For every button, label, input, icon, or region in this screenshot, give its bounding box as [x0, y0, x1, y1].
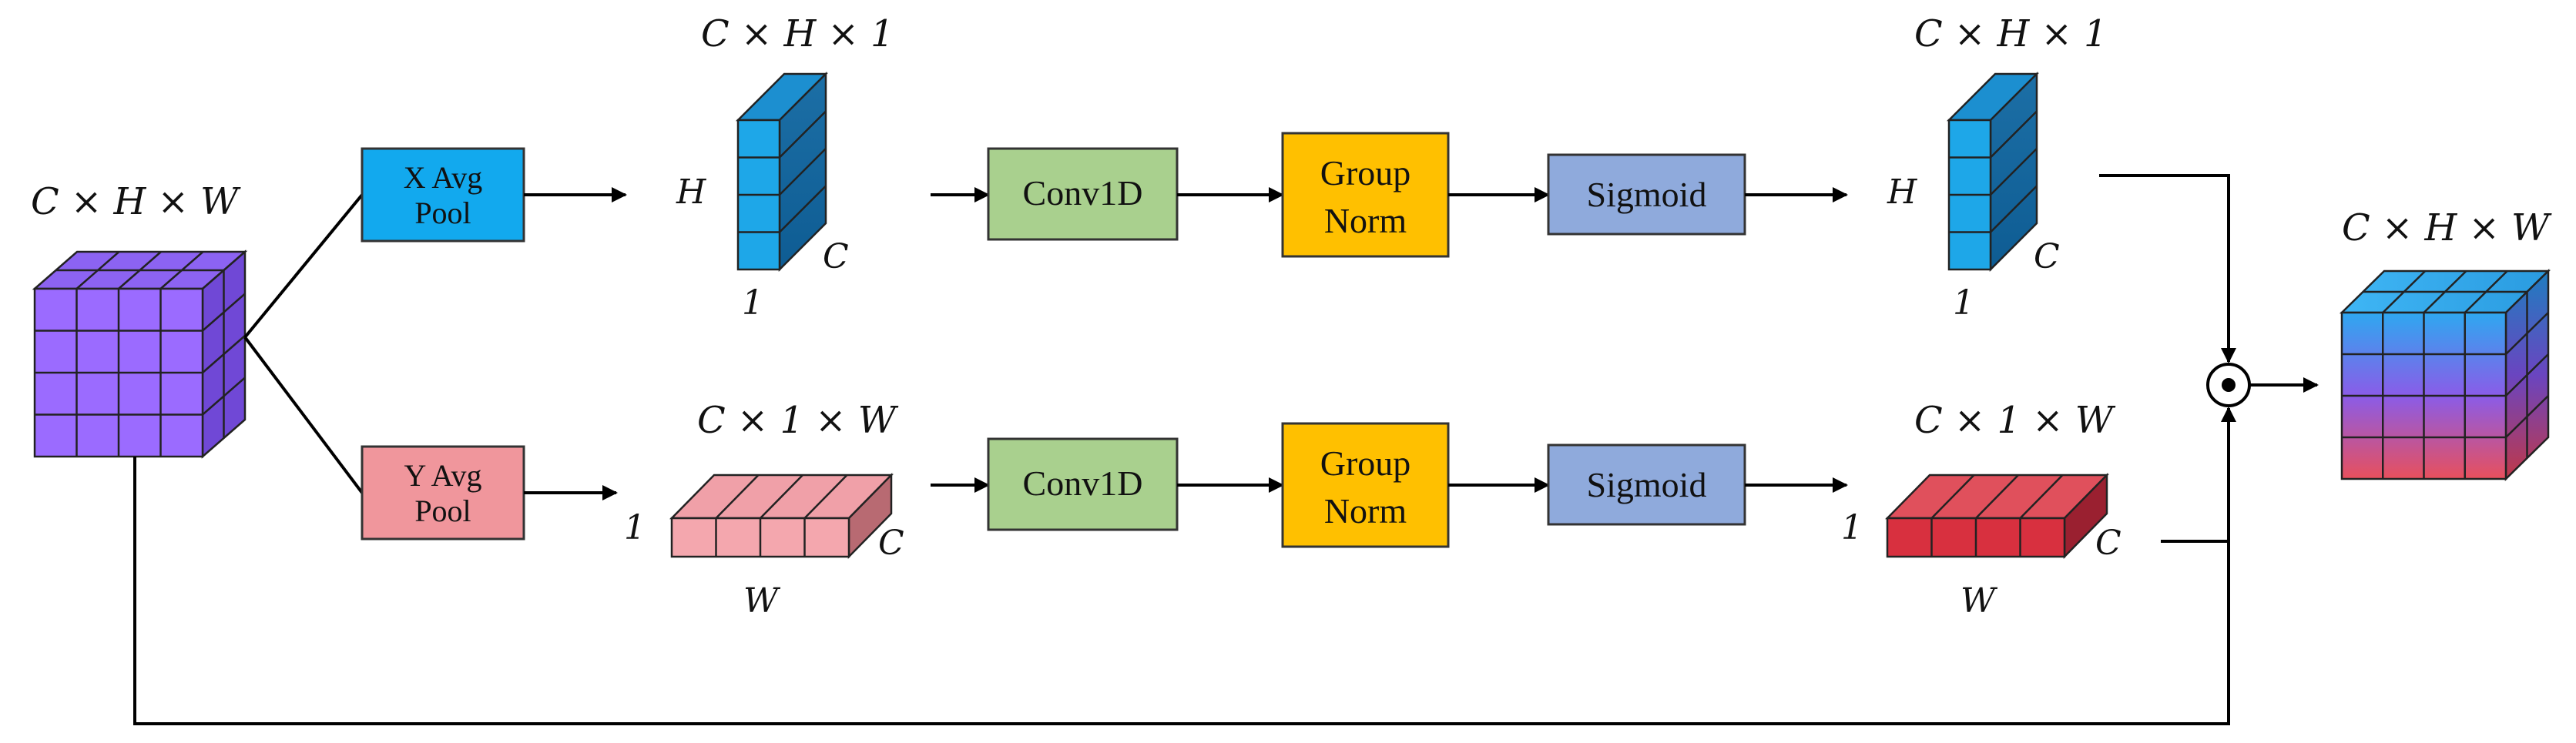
x-group-norm-line2: Norm — [1324, 201, 1407, 240]
x-avg-pool-line2: Pool — [414, 196, 471, 230]
y-feature-1-label: 1 — [624, 508, 646, 547]
y-avg-pool-line2: Pool — [414, 494, 471, 528]
x-feature-tensor — [735, 71, 829, 273]
y-group-norm-line1: Group — [1320, 443, 1411, 483]
y-out-dims-label: C × 1 × W — [1914, 399, 2116, 442]
y-group-norm-block — [1281, 422, 1450, 548]
x-feature-dims-label: C × H × 1 — [701, 12, 894, 55]
residual-connection — [133, 407, 2236, 725]
x-feature-h-label: H — [676, 172, 707, 212]
y-feature-w-label: W — [743, 581, 781, 621]
x-weight-to-multiply — [2099, 174, 2236, 363]
x-feature-c-label: C — [823, 237, 849, 276]
x-group-norm-block — [1281, 132, 1450, 258]
y-avg-pool-block — [361, 445, 525, 541]
x-out-c-label: C — [2034, 237, 2060, 276]
x-out-dims-label: C × H × 1 — [1914, 12, 2108, 55]
y-sigmoid-label: Sigmoid — [1587, 465, 1707, 504]
input-dims-label: C × H × W — [31, 180, 241, 223]
x-out-1-label: 1 — [1953, 283, 1974, 323]
x-feature-1-label: 1 — [742, 283, 763, 323]
y-avg-pool-line1: Y Avg — [404, 458, 481, 493]
y-feature-dims-label: C × 1 × W — [697, 399, 899, 442]
x-sigmoid-block — [1547, 153, 1746, 236]
y-feature-tensor — [669, 472, 894, 560]
input-tensor-cube — [32, 249, 248, 459]
input-connectors — [133, 193, 2236, 725]
x-group-norm-line1: Group — [1320, 153, 1411, 192]
y-attention-weight-tensor — [1885, 472, 2109, 560]
x-attention-weight-tensor — [1946, 71, 2040, 273]
y-out-w-label: W — [1961, 581, 1998, 621]
y-group-norm-line2: Norm — [1324, 491, 1407, 530]
y-out-c-label: C — [2095, 524, 2122, 563]
output-dims-label: C × H × W — [2342, 206, 2552, 249]
y-feature-c-label: C — [878, 524, 904, 563]
x-avg-pool-line1: X Avg — [404, 160, 483, 195]
output-tensor-cube — [2339, 269, 2551, 481]
x-out-h-label: H — [1887, 172, 1918, 212]
y-conv1d-label: Conv1D — [1023, 464, 1143, 503]
y-sigmoid-block — [1547, 443, 1746, 526]
elementwise-multiply-node — [2206, 363, 2251, 407]
x-conv1d-block — [987, 147, 1179, 241]
x-sigmoid-label: Sigmoid — [1587, 175, 1707, 214]
x-conv1d-label: Conv1D — [1023, 173, 1143, 213]
y-out-1-label: 1 — [1841, 508, 1863, 547]
